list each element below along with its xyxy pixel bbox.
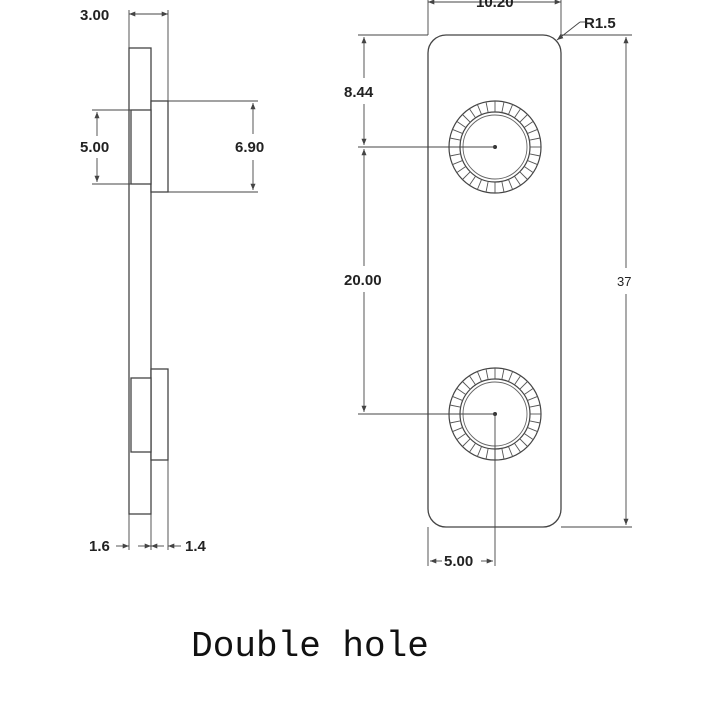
caption: Double hole — [191, 626, 429, 667]
dim-bottom-offset: 5.00 — [444, 553, 473, 570]
serration-tooth — [501, 368, 505, 380]
serration-tooth — [527, 426, 538, 433]
serration-tooth — [529, 404, 541, 408]
dim-hole-spacing: 20.00 — [344, 272, 382, 289]
serration-tooth — [449, 420, 461, 424]
serration-tooth — [469, 442, 476, 453]
serration-tooth — [485, 448, 489, 460]
bottom-hole-teeth — [449, 368, 541, 460]
serration-tooth — [462, 438, 471, 447]
serration-tooth — [514, 175, 521, 186]
serration-tooth — [476, 371, 483, 382]
dim-side-bottom-right: 1.4 — [185, 538, 207, 555]
serration-tooth — [507, 179, 514, 190]
dim-side-bottom-left: 1.6 — [89, 538, 110, 555]
serration-tooth — [501, 181, 505, 193]
serration-tooth — [462, 114, 471, 123]
serration-tooth — [519, 381, 528, 390]
serration-tooth — [519, 438, 528, 447]
side-bottom-boss — [150, 368, 169, 461]
serration-tooth — [514, 442, 521, 453]
serration-tooth — [449, 404, 461, 408]
serration-tooth — [519, 114, 528, 123]
serration-tooth — [485, 101, 489, 113]
serration-tooth — [529, 153, 541, 157]
serration-tooth — [449, 137, 461, 141]
serration-tooth — [462, 381, 471, 390]
serration-tooth — [514, 108, 521, 119]
serration-tooth — [469, 175, 476, 186]
serration-tooth — [527, 159, 538, 166]
dim-side-thickness: 3.00 — [80, 7, 109, 24]
serration-tooth — [456, 433, 467, 440]
serration-tooth — [523, 433, 534, 440]
serration-tooth — [476, 104, 483, 115]
serration-tooth — [485, 368, 489, 380]
serration-tooth — [449, 153, 461, 157]
serration-tooth — [519, 171, 528, 180]
serration-tooth — [469, 108, 476, 119]
serration-tooth — [452, 159, 463, 166]
serration-tooth — [485, 181, 489, 193]
dim-plate-width: 10.20 — [476, 0, 514, 11]
serration-tooth — [529, 137, 541, 141]
serration-tooth — [527, 395, 538, 402]
serration-tooth — [514, 375, 521, 386]
serration-tooth — [523, 166, 534, 173]
serration-tooth — [507, 446, 514, 457]
serration-tooth — [476, 446, 483, 457]
serration-tooth — [501, 448, 505, 460]
serration-tooth — [523, 121, 534, 128]
dim-side-boss-width: 5.00 — [80, 139, 109, 156]
front-view: 10.20 R1.5 8.44 20.00 37 5.00 — [344, 0, 632, 570]
serration-tooth — [452, 128, 463, 135]
serration-tooth — [527, 128, 538, 135]
side-bottom-boss-left — [130, 377, 152, 453]
dim-plate-length: 37 — [617, 274, 631, 289]
dim-side-boss-height: 6.90 — [235, 139, 264, 156]
serration-tooth — [462, 171, 471, 180]
top-hole-teeth — [449, 101, 541, 193]
serration-tooth — [456, 166, 467, 173]
side-top-boss-left — [130, 109, 152, 185]
serration-tooth — [529, 420, 541, 424]
serration-tooth — [452, 395, 463, 402]
serration-tooth — [456, 388, 467, 395]
serration-tooth — [507, 371, 514, 382]
serration-tooth — [452, 426, 463, 433]
serration-tooth — [523, 388, 534, 395]
serration-tooth — [469, 375, 476, 386]
serration-tooth — [507, 104, 514, 115]
side-top-boss — [150, 100, 169, 193]
dim-top-to-hole: 8.44 — [344, 84, 374, 101]
side-view: 3.00 5.00 6.90 1.6 1.4 — [80, 7, 264, 555]
dim-corner-radius: R1.5 — [584, 15, 616, 32]
serration-tooth — [476, 179, 483, 190]
serration-tooth — [456, 121, 467, 128]
serration-tooth — [501, 101, 505, 113]
